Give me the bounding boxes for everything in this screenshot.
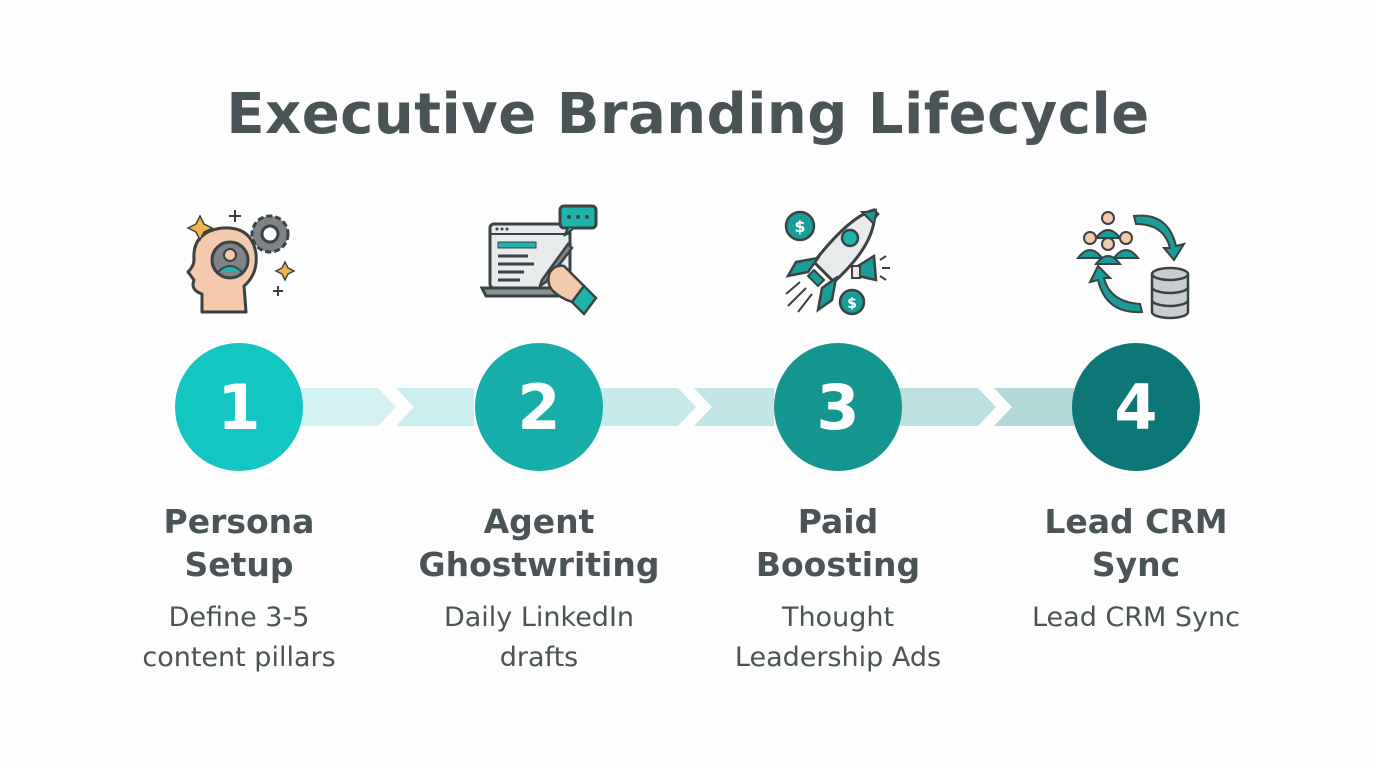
step-1-title-line2: Setup	[184, 545, 294, 584]
step-2-circle: 2	[475, 343, 603, 471]
step-3-description: Thought Leadership Ads	[688, 598, 988, 678]
step-2-title: Agent Ghostwriting	[389, 500, 689, 586]
step-2-desc-line1: Daily LinkedIn	[443, 602, 635, 633]
step-2-number: 2	[517, 370, 561, 444]
step-3-number: 3	[816, 370, 860, 444]
step-1-description: Define 3-5 content pillars	[89, 598, 389, 678]
step-2-title-line2: Ghostwriting	[418, 545, 660, 584]
step-1-desc-line1: Define 3-5	[168, 602, 310, 633]
step-3-title-line1: Paid	[797, 502, 879, 541]
step-1-title: Persona Setup	[89, 500, 389, 586]
step-4-title-line2: Sync	[1091, 545, 1181, 584]
head-gear-persona-icon	[186, 210, 296, 314]
step-4-title-line1: Lead CRM	[1044, 502, 1228, 541]
people-database-sync-icon	[1076, 211, 1190, 320]
step-1-circle: 1	[175, 343, 303, 471]
step-4-number: 4	[1114, 370, 1158, 444]
svg-text:$: $	[847, 296, 857, 312]
step-4-circle: 4	[1072, 343, 1200, 471]
step-3-title-line2: Boosting	[755, 545, 921, 584]
rocket-dollar-megaphone-icon: $ $	[784, 208, 890, 316]
step-2-title-line1: Agent	[483, 502, 595, 541]
svg-text:$: $	[794, 217, 805, 236]
step-2-desc-line2: drafts	[499, 642, 579, 673]
progress-track	[0, 388, 1376, 426]
chevron-arrows	[300, 388, 1074, 426]
step-1-title-line1: Persona	[163, 502, 315, 541]
page-title: Executive Branding Lifecycle	[226, 82, 1150, 147]
step-3-title: Paid Boosting	[688, 500, 988, 586]
step-3-desc-line1: Thought	[781, 602, 895, 633]
step-3-desc-line2: Leadership Ads	[734, 642, 942, 673]
step-2-description: Daily LinkedIn drafts	[389, 598, 689, 678]
laptop-writing-hand-icon	[480, 204, 598, 316]
step-1-number: 1	[217, 370, 261, 444]
step-4-description: Lead CRM Sync	[986, 598, 1286, 638]
step-1-desc-line2: content pillars	[142, 642, 336, 673]
step-4-desc-line1: Lead CRM Sync	[1031, 602, 1240, 633]
step-4-title: Lead CRM Sync	[986, 500, 1286, 586]
step-3-circle: 3	[774, 343, 902, 471]
